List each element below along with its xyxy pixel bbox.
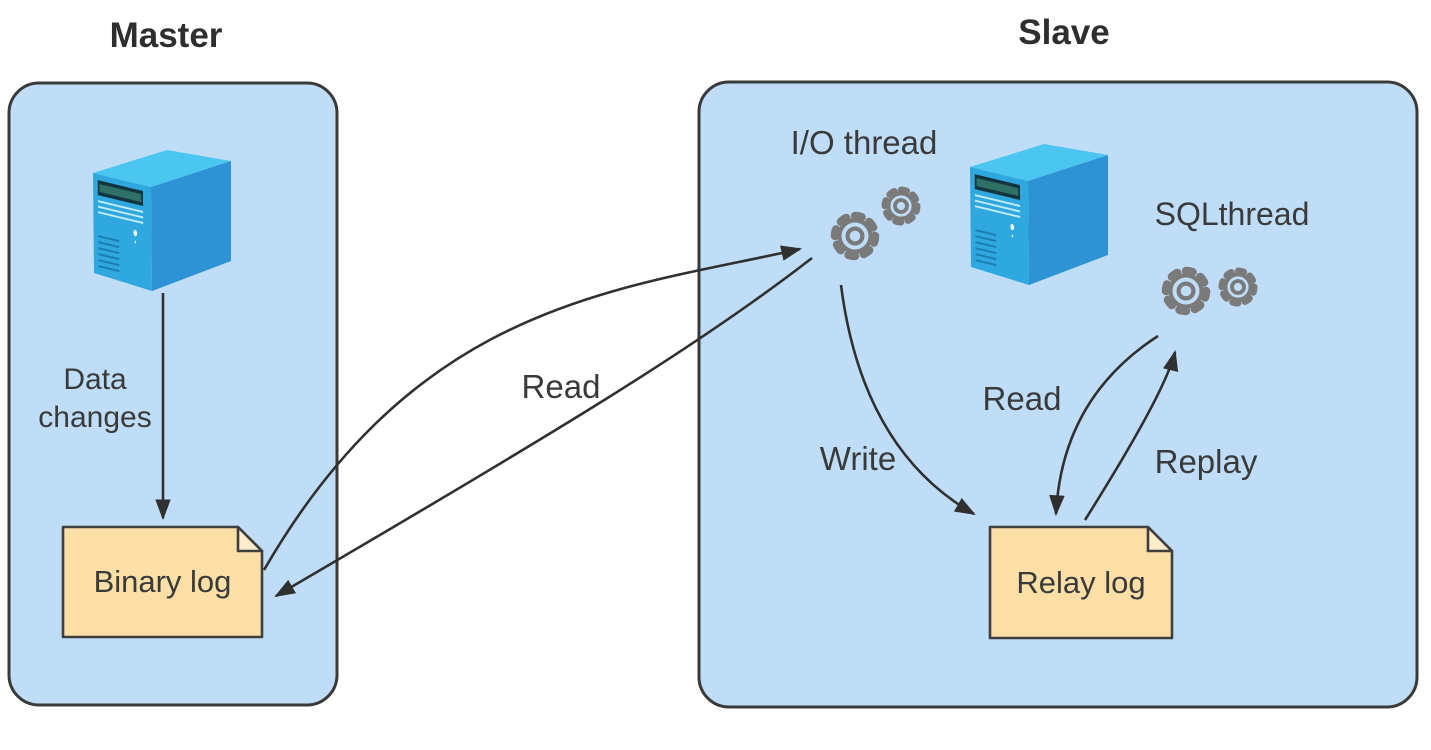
write-arrow <box>839 284 976 516</box>
relay-log-document-icon <box>988 525 1174 640</box>
sql-read-label: Read <box>982 380 1062 417</box>
io-thread-label: I/O thread <box>790 124 938 161</box>
data-changes-label: Data changes <box>38 363 152 434</box>
binary-log-document-icon <box>61 525 264 639</box>
master-title: Master <box>109 16 223 55</box>
replay-label: Replay <box>1154 443 1258 480</box>
replay-arrow <box>1083 349 1179 521</box>
sql-thread-label: SQLthread <box>1154 196 1310 232</box>
binary-log-label: Binary log <box>93 564 232 599</box>
write-label: Write <box>819 440 897 477</box>
relay-log-label: Relay log <box>1016 564 1146 600</box>
read-link-label: Read <box>521 368 601 405</box>
read-request-arrow <box>262 245 803 571</box>
sql-read-arrow <box>1049 334 1159 517</box>
slave-title: Slave <box>1018 13 1110 52</box>
read-return-arrow <box>274 256 813 598</box>
